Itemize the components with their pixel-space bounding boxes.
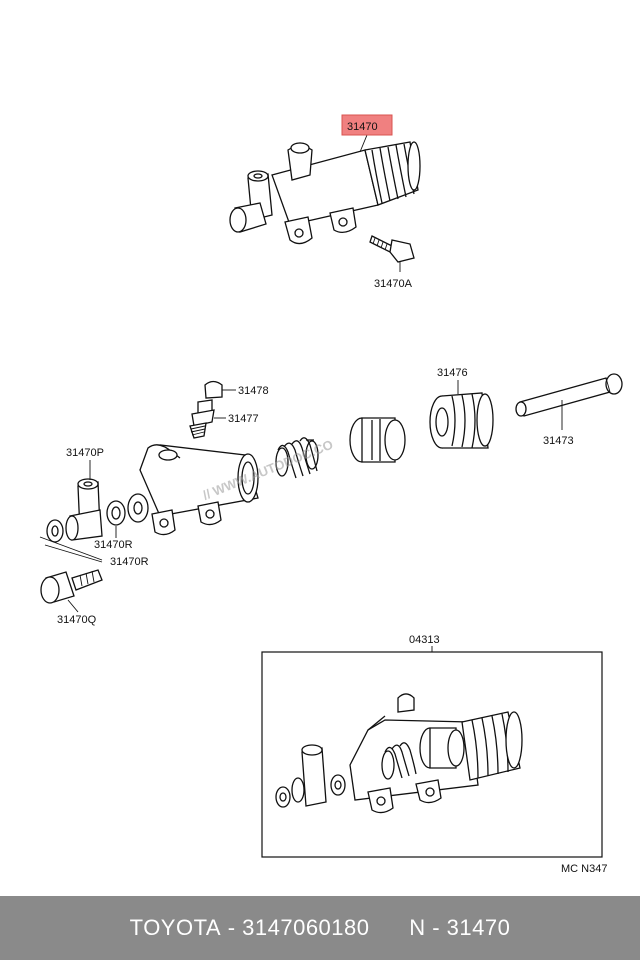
kit-contents [275,693,523,814]
footer-separator: - [221,915,243,940]
footer-ref-prefix: N - [409,915,447,940]
union-31470p [65,460,103,541]
part-label-31470: 31470 [347,121,378,133]
parts-diagram: 31470 31470A 31478 31477 [39,114,623,875]
part-label-31470R-a: 31470R [94,539,133,551]
footer-bar: TOYOTA - 3147060180 N - 31470 [0,896,640,960]
part-label-31470R-b: 31470R [110,556,149,568]
cylinder-body [127,444,259,536]
figure-code: MC N347 [561,863,607,875]
gasket-leader [39,536,103,563]
boot-31476 [429,380,494,449]
push-rod-31473 [515,373,623,430]
part-label-31470P: 31470P [66,447,104,459]
part-label-31470Q: 31470Q [57,614,97,626]
release-cylinder-assembly [229,134,421,245]
footer-brand: TOYOTA [129,915,222,940]
part-label-31476: 31476 [437,367,468,379]
footer-ref-number: 31470 [446,915,511,940]
part-label-31473: 31473 [543,435,574,447]
part-label-31477: 31477 [228,413,259,425]
part-label-31470-highlight[interactable]: 31470 [341,114,393,136]
part-label-04313: 04313 [409,634,440,646]
gasket-left [46,519,64,543]
spring [275,437,319,479]
bleeder-cap-31478 [204,380,236,399]
bolt-31470a [369,235,415,272]
kit-frame [261,651,603,858]
footer-part-number[interactable]: 3147060180 [242,915,370,940]
part-label-31478: 31478 [238,385,269,397]
bleeder-plug-31477 [189,399,226,439]
union-bolt-31470q [40,569,103,613]
piston [349,417,406,463]
gasket-right [106,500,126,538]
footer-gap [370,915,410,941]
part-label-31470A: 31470A [374,278,413,290]
